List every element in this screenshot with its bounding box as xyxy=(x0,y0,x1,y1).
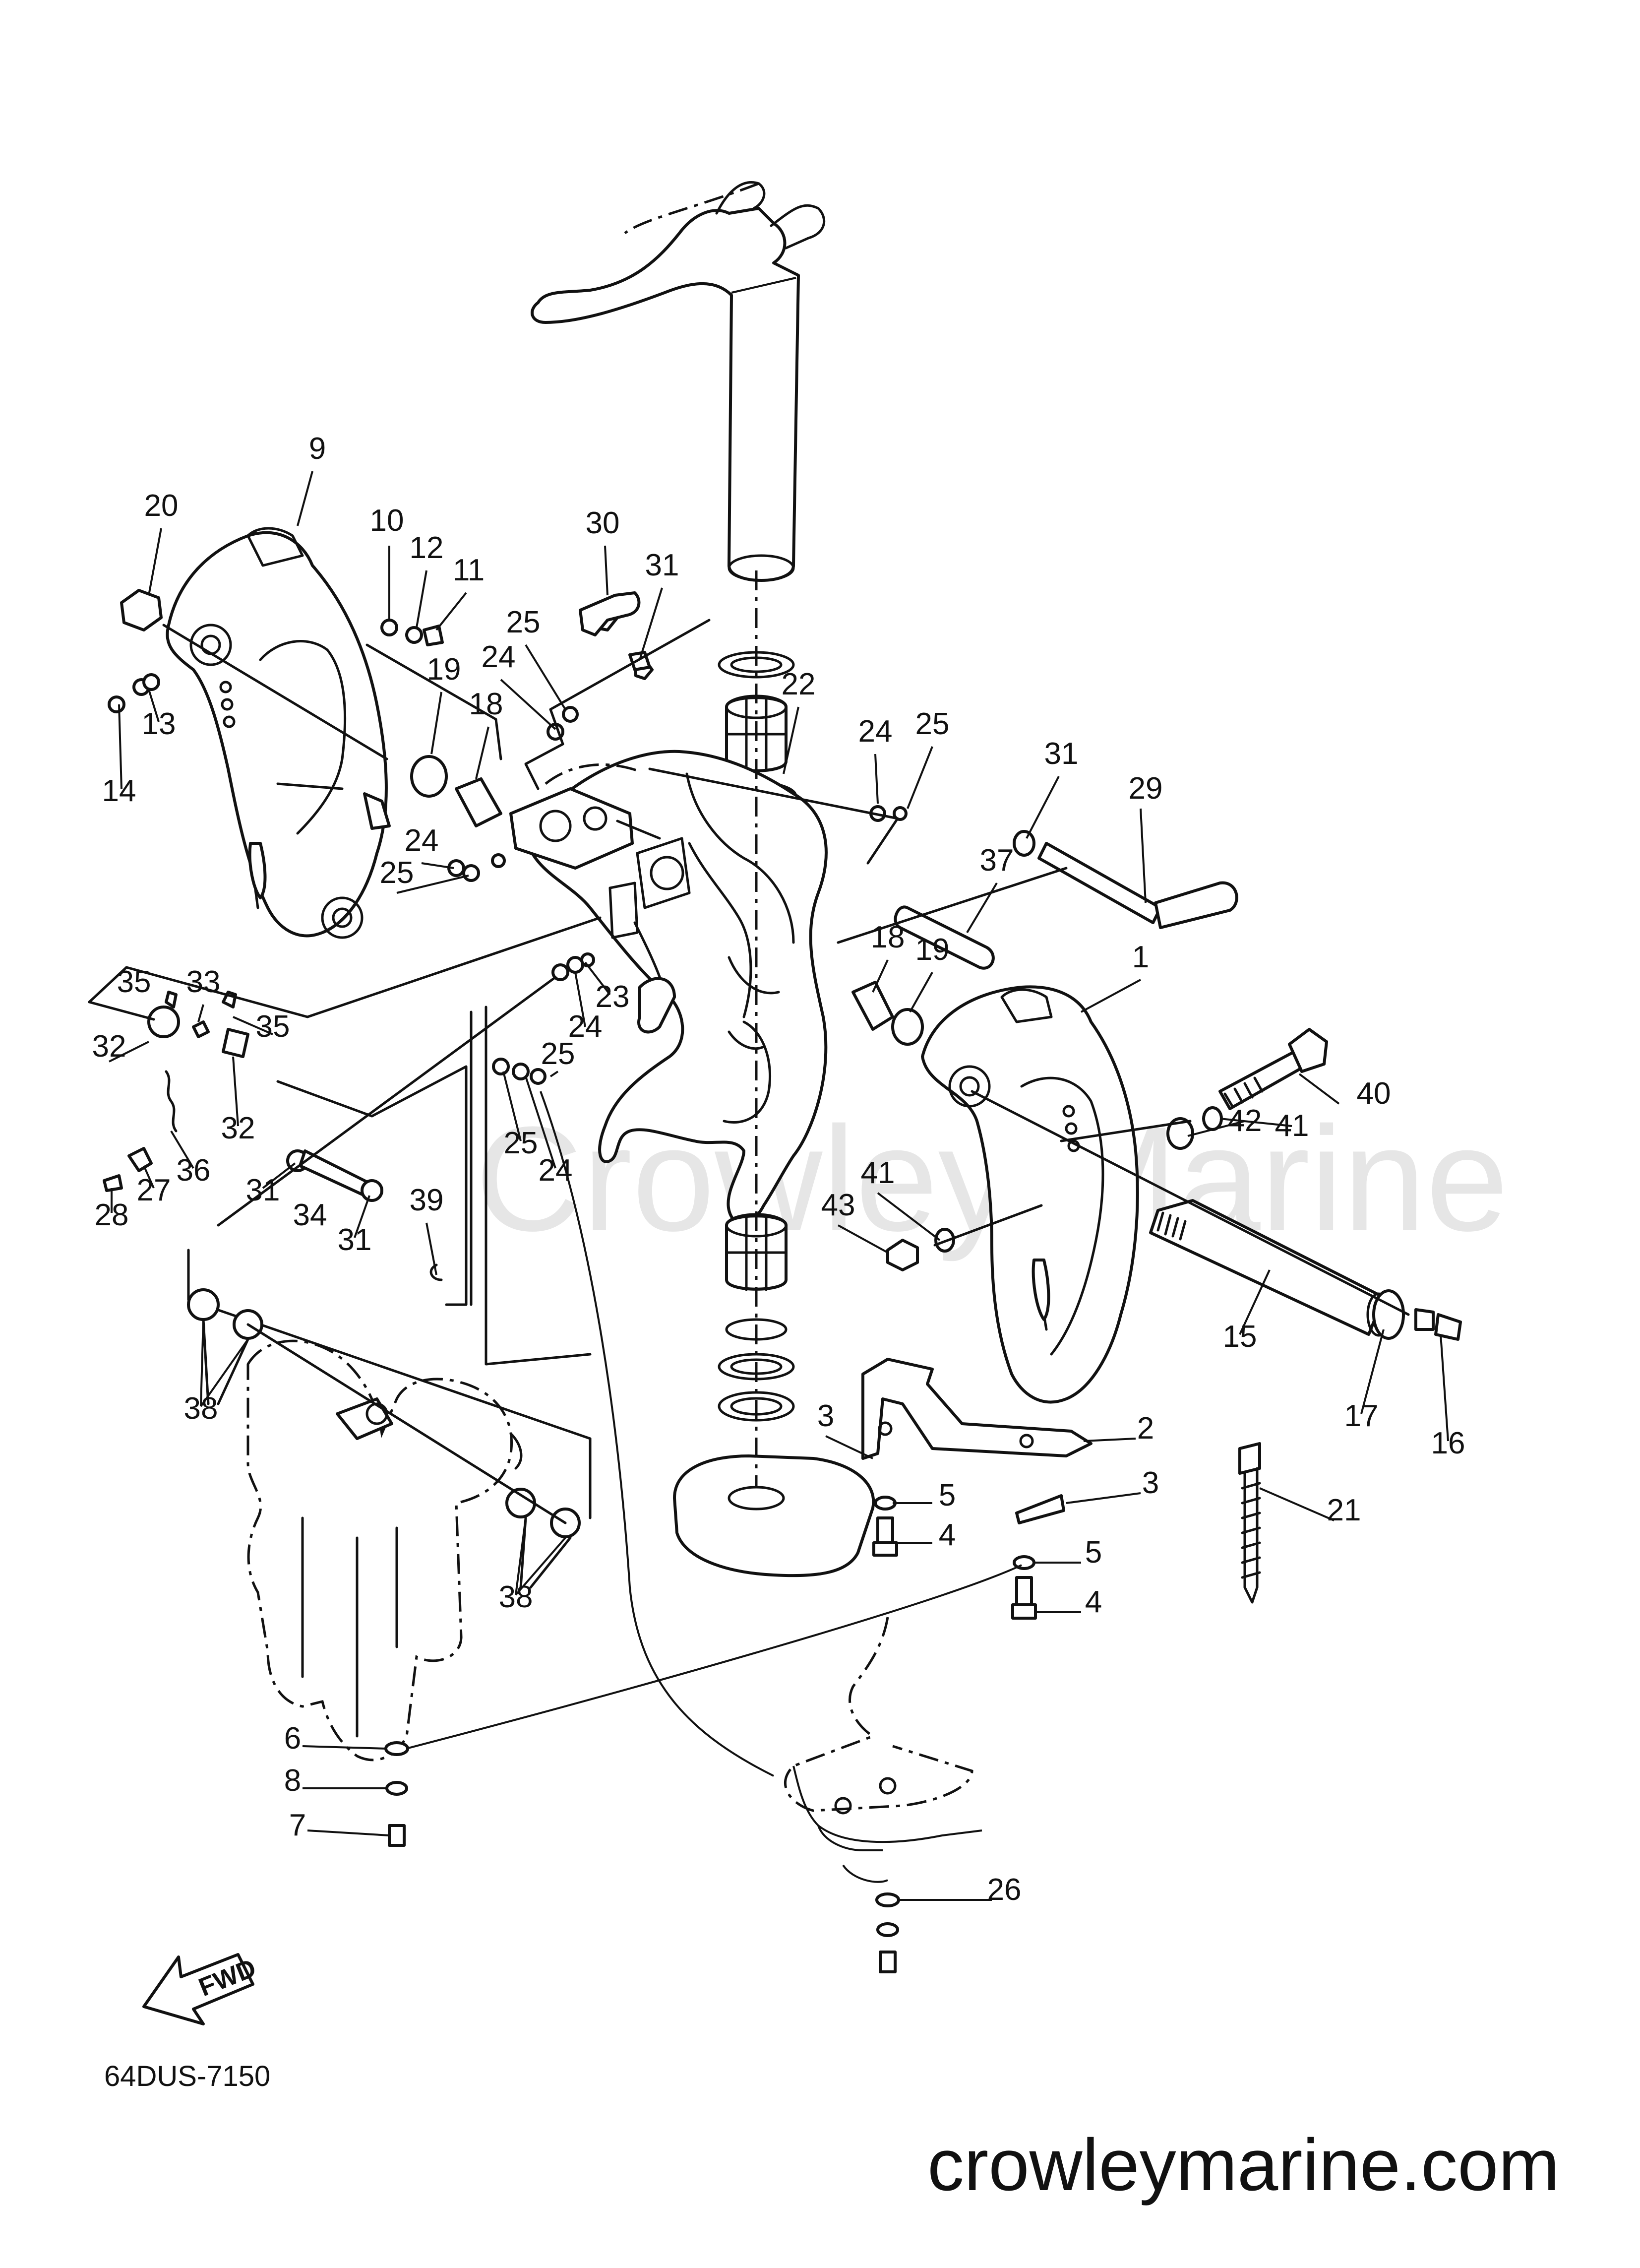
callout-label: 5 xyxy=(939,1478,956,1512)
callout-label: 4 xyxy=(939,1518,956,1552)
ground-lead xyxy=(396,1564,1022,1752)
steering-tiller-handle xyxy=(531,181,826,582)
callout-label: 39 xyxy=(410,1183,444,1217)
callout-label: 24 xyxy=(405,823,439,858)
callout-label: 18 xyxy=(871,920,905,954)
callout-label: 17 xyxy=(1344,1399,1379,1433)
callout-label: 10 xyxy=(370,504,404,538)
callout-label: 25 xyxy=(504,1126,538,1160)
washer-19-right xyxy=(891,1008,924,1046)
callout-label: 3 xyxy=(1142,1466,1159,1500)
steering-bushings-lower xyxy=(673,570,875,1577)
callout-label: 41 xyxy=(861,1156,895,1190)
callout-label: 24 xyxy=(568,1009,603,1044)
clamp-bracket-left xyxy=(166,527,391,939)
callout-label: 37 xyxy=(980,843,1014,878)
callout-label: 31 xyxy=(246,1173,280,1207)
callout-label: 25 xyxy=(380,856,414,890)
bushing-18-right xyxy=(851,981,894,1031)
assembly-outline-lines xyxy=(88,619,1410,1519)
nut-20 xyxy=(120,589,163,631)
bolt-40 xyxy=(1218,1028,1328,1110)
callout-label: 15 xyxy=(1223,1320,1257,1354)
callout-label: 25 xyxy=(915,707,950,741)
callout-label: 3 xyxy=(817,1399,834,1433)
part-code: 64DUS-7150 xyxy=(104,2060,270,2092)
callout-label: 1 xyxy=(1132,940,1149,974)
forward-direction-arrow: FWD xyxy=(142,1953,260,2025)
callout-label: 32 xyxy=(221,1111,255,1145)
washer-19-left xyxy=(410,755,448,798)
bushing-18-left xyxy=(455,777,502,827)
callout-label: 31 xyxy=(1044,737,1079,771)
callout-label: 24 xyxy=(482,640,516,674)
callout-label: 42 xyxy=(1228,1104,1262,1138)
callout-label: 18 xyxy=(469,687,503,721)
callout-label: 40 xyxy=(1357,1076,1391,1111)
callout-label: 24 xyxy=(539,1153,573,1188)
callout-label: 29 xyxy=(1129,771,1163,806)
nut-43 xyxy=(886,1239,919,1271)
callout-label: 25 xyxy=(541,1037,575,1071)
callout-label: 36 xyxy=(177,1153,211,1188)
power-trim-tilt-unit xyxy=(187,1288,581,1762)
swivel-bracket xyxy=(524,750,828,1225)
washer-41 xyxy=(1202,1106,1223,1131)
callout-label: 41 xyxy=(1275,1109,1309,1143)
callout-label: 19 xyxy=(427,652,461,687)
stern-bracket-plate xyxy=(861,1358,1093,1524)
callout-label: 24 xyxy=(858,714,893,749)
callout-label: 31 xyxy=(338,1223,372,1257)
clamp-bracket-right xyxy=(921,985,1139,1404)
callout-label: 21 xyxy=(1327,1493,1361,1527)
callout-label: 12 xyxy=(410,531,444,565)
tilt-lock-lever-30 xyxy=(579,591,641,636)
callout-label: 35 xyxy=(117,965,151,999)
small-fasteners xyxy=(108,606,1462,1341)
callout-label: 25 xyxy=(506,605,541,639)
callout-label: 34 xyxy=(293,1198,327,1232)
tilt-tube xyxy=(1149,1199,1405,1340)
callout-label: 33 xyxy=(186,965,221,999)
website-url: crowleymarine.com xyxy=(927,2124,1560,2206)
transom-outline xyxy=(784,1617,982,1883)
callout-label: 31 xyxy=(645,548,679,582)
callout-label: 26 xyxy=(987,1873,1022,1907)
callout-label: 20 xyxy=(144,489,179,523)
callout-leader-lines xyxy=(109,471,1449,1901)
callout-label: 38 xyxy=(184,1391,218,1426)
shaft-37 xyxy=(894,905,995,970)
callout-label: 5 xyxy=(1085,1535,1102,1570)
tilt-lever-pin xyxy=(1013,830,1238,929)
callout-label: 16 xyxy=(1431,1426,1465,1460)
callout-label: 43 xyxy=(821,1188,855,1222)
callout-label: 35 xyxy=(256,1009,290,1044)
callout-label: 28 xyxy=(95,1198,129,1232)
callout-label: 32 xyxy=(92,1029,126,1064)
callout-label: 13 xyxy=(142,707,176,741)
callout-label: 14 xyxy=(102,774,136,808)
callout-label: 22 xyxy=(782,667,816,701)
callout-label: 2 xyxy=(1137,1411,1154,1446)
callout-label: 19 xyxy=(915,933,950,967)
callout-label: 23 xyxy=(596,980,630,1014)
callout-label: 8 xyxy=(284,1764,301,1798)
callout-label: 30 xyxy=(586,506,620,540)
callout-label: 7 xyxy=(289,1808,306,1842)
callout-label: 4 xyxy=(1085,1585,1102,1619)
callout-label: 27 xyxy=(137,1173,171,1207)
washers-bolts-5-4 xyxy=(872,1496,1037,1620)
callout-label: 38 xyxy=(499,1580,533,1614)
washer-42 xyxy=(1166,1117,1194,1150)
callout-label: 9 xyxy=(309,432,326,466)
callout-label: 11 xyxy=(453,553,485,587)
anode-screw-21 xyxy=(1238,1442,1261,1604)
ground-fasteners xyxy=(384,1741,900,1973)
callout-label: 6 xyxy=(284,1721,301,1756)
trim-sender-wire xyxy=(540,1091,774,1777)
tilt-lock-block xyxy=(509,763,661,870)
